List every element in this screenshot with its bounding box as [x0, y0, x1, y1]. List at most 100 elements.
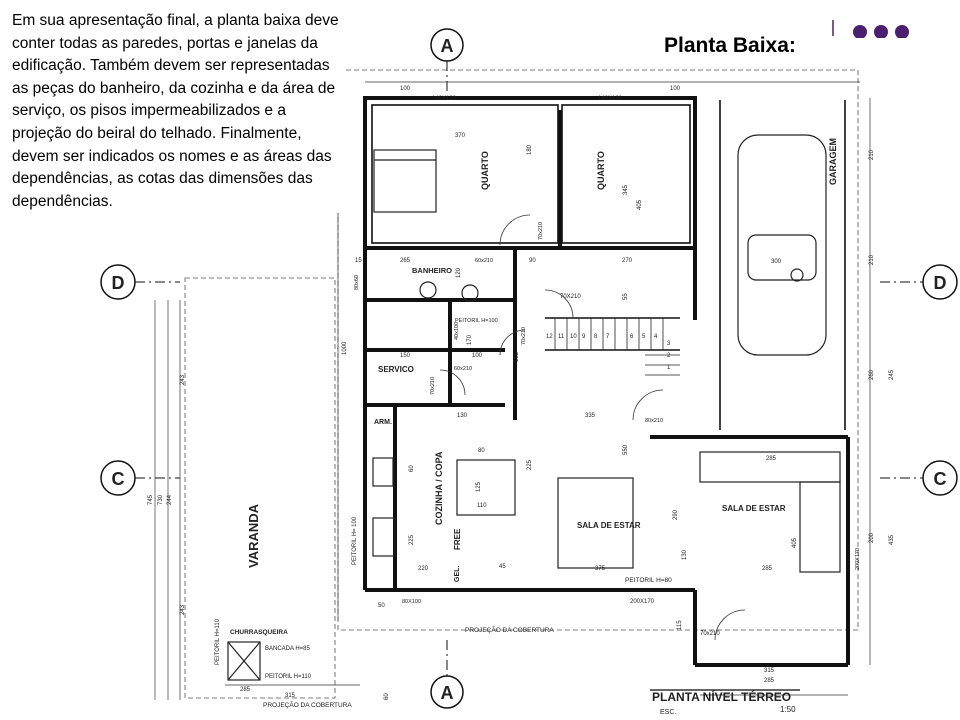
stair-step: 7	[606, 334, 610, 340]
dim: 370	[455, 133, 466, 139]
sink-2	[372, 517, 396, 557]
toilet	[461, 284, 479, 302]
dim: 15	[355, 258, 362, 264]
slide-title: Planta Baixa:	[662, 34, 798, 58]
dim: 405	[637, 199, 643, 210]
bbq	[227, 641, 261, 681]
dim: 300	[771, 259, 782, 265]
room-garagem: GARAGEM	[828, 138, 838, 185]
plan-footer-scale: 1:50	[780, 705, 796, 714]
stair-step: 11	[558, 334, 565, 340]
room-cozinha-copa: COZINHA / COPA	[434, 451, 444, 525]
dim: 140X120	[432, 96, 457, 102]
note-peitoril-110: PEITORIL H=110	[265, 674, 312, 680]
dim: 745	[148, 494, 154, 505]
dim: 290	[673, 509, 679, 520]
dim: 315	[285, 693, 296, 699]
sink-1	[419, 281, 437, 299]
furniture	[227, 134, 841, 681]
dim: 70x210	[538, 222, 544, 240]
plan-footer-title: PLANTA NÍVEL TÉRREO	[652, 689, 791, 704]
stair-step: 8	[594, 334, 598, 340]
dim: 315	[764, 668, 775, 674]
dim: 185	[514, 351, 520, 362]
marker-a-top: A	[441, 36, 454, 56]
stair-step: 1	[667, 365, 671, 371]
marker-d-left: D	[112, 273, 125, 293]
stair-step: 6	[630, 334, 634, 340]
dim: 170	[467, 334, 473, 345]
dim: 243	[180, 374, 186, 385]
dim: 285	[766, 456, 777, 462]
dim: 435	[889, 534, 895, 545]
plan-footer-esc: ESC.	[660, 709, 676, 716]
room-sala-estar-1: SALA DE ESTAR	[577, 521, 641, 530]
dim: 244	[167, 494, 173, 505]
accent-dot-1	[853, 25, 867, 38]
dim: 80X100	[402, 599, 421, 605]
dim: 200	[869, 532, 875, 543]
room-free: FREE	[453, 528, 462, 550]
note-projecao-2: PROJEÇÃO DA COBERTURA	[263, 700, 352, 709]
dim: 45	[499, 564, 506, 570]
car-wheel	[790, 268, 804, 282]
dim: 130	[457, 413, 468, 419]
dim: 60x210	[475, 258, 493, 264]
dim: 80x210	[645, 418, 663, 424]
dim: 70x210	[700, 631, 720, 637]
dim: 245	[889, 369, 895, 380]
room-gel: GEL.	[454, 566, 461, 582]
dim: 285	[240, 687, 251, 693]
dim: 405	[792, 537, 798, 548]
room-varanda: VARANDA	[246, 503, 261, 568]
dim: 60	[384, 693, 390, 700]
copa-table	[456, 459, 516, 516]
dim: 100	[670, 86, 681, 92]
dim: 120	[456, 267, 462, 278]
dim: 40x100	[454, 322, 460, 340]
note-projecao-1: PROJEÇÃO DA COBERTURA	[465, 625, 554, 634]
dim: 150	[400, 353, 411, 359]
sofa	[699, 451, 841, 483]
dim: 265	[400, 258, 411, 264]
dim: 285	[762, 566, 773, 572]
room-churrasqueira: CHURRASQUEIRA	[230, 629, 288, 636]
thin-walls	[371, 100, 846, 430]
door-swings	[439, 214, 746, 641]
section-markers	[100, 28, 958, 709]
dim: 220	[418, 566, 429, 572]
marker-c-right: C	[934, 469, 947, 489]
car-body	[737, 134, 827, 356]
stair-step: 2	[667, 353, 671, 359]
dim: 225	[527, 459, 533, 470]
bed	[373, 149, 437, 213]
walls	[363, 96, 850, 667]
dim: 270	[622, 258, 633, 264]
dim: 243	[180, 604, 186, 615]
room-quarto-2: QUARTO	[596, 151, 606, 190]
stair-step: 12	[546, 334, 553, 340]
room-servico: SERVICO	[378, 365, 414, 374]
dim: 125	[476, 481, 482, 492]
stove	[372, 457, 394, 487]
dim: 110	[477, 503, 487, 509]
decorative-dots	[832, 20, 909, 38]
dim: 335	[585, 413, 596, 419]
dim: 375	[595, 566, 606, 572]
dim: 210	[869, 149, 875, 160]
dim: 100	[472, 353, 483, 359]
note-peitoril-110-b: PEITORIL H=110	[215, 618, 221, 665]
marker-a-bottom: A	[441, 683, 454, 703]
note-peitoril-80: PEITORIL H=80	[625, 577, 672, 584]
dim: 60	[409, 465, 415, 472]
sofa-side	[799, 481, 841, 573]
dim: 180	[527, 144, 533, 155]
dining-table	[557, 477, 634, 569]
dim: 60x210	[454, 366, 472, 372]
car-windshield	[747, 234, 817, 281]
dim: 140X120	[598, 96, 623, 102]
stair-step: 9	[582, 334, 586, 340]
dim: 345	[623, 184, 629, 195]
